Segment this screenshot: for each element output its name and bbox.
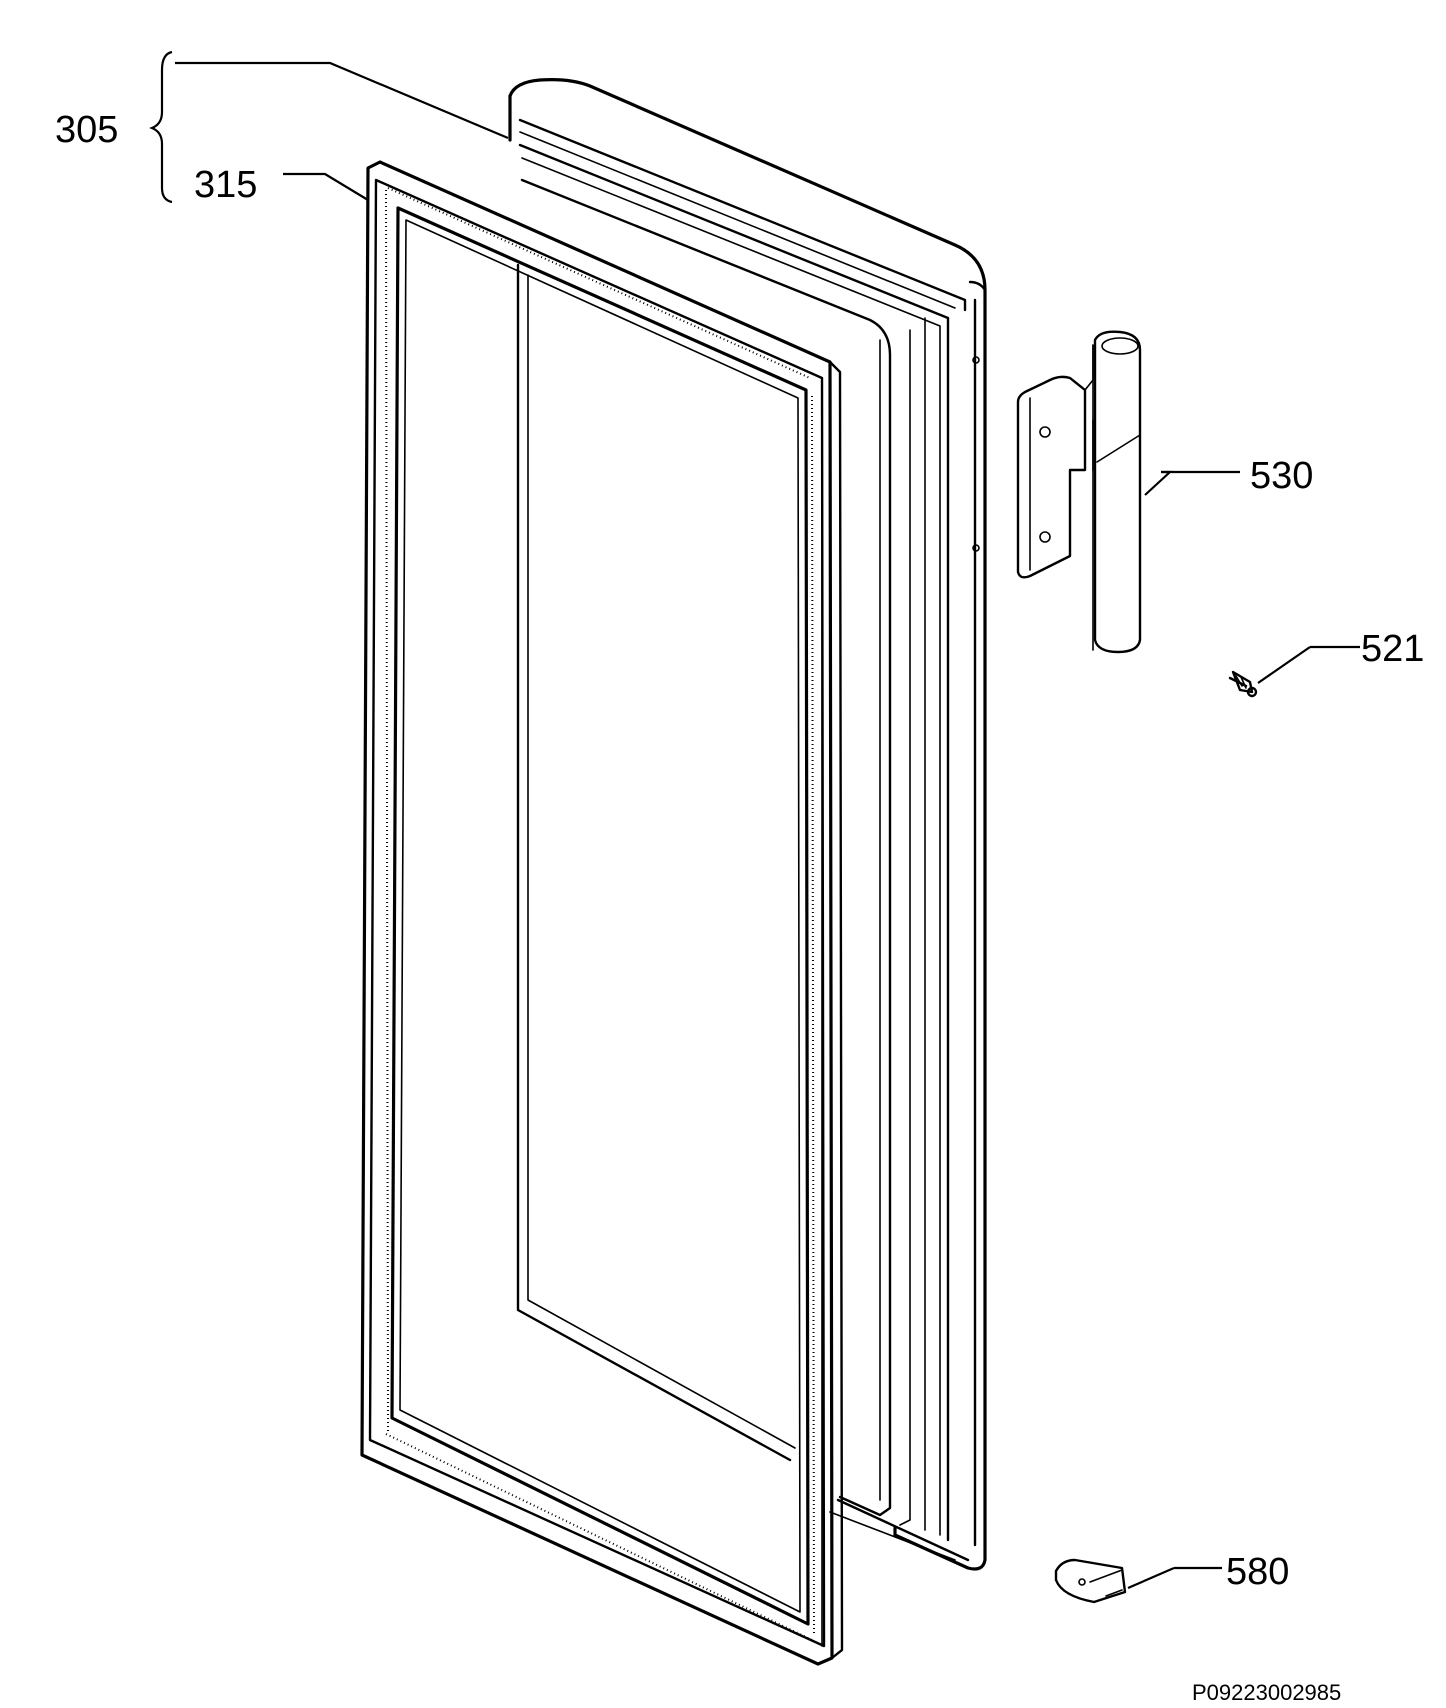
door-gasket — [360, 160, 844, 1666]
brace-305 — [149, 50, 173, 204]
callout-521: 521 — [1361, 628, 1424, 670]
callout-305: 305 — [55, 109, 118, 151]
callout-labels: 305 315 530 521 580 P09223002985 — [55, 109, 1424, 1705]
leader-lines — [149, 50, 1360, 1590]
screw-part — [1228, 670, 1258, 698]
door-panel — [508, 78, 987, 1571]
door-inner-liner — [516, 263, 796, 1462]
document-code: P09223002985 — [1192, 1680, 1341, 1705]
hinge-part — [1016, 330, 1142, 654]
callout-580: 580 — [1226, 1551, 1289, 1593]
callout-315: 315 — [194, 164, 257, 206]
foot-part — [1054, 1558, 1127, 1604]
leader-315 — [283, 172, 369, 201]
leader-305 — [175, 61, 509, 140]
callout-530: 530 — [1250, 455, 1313, 497]
